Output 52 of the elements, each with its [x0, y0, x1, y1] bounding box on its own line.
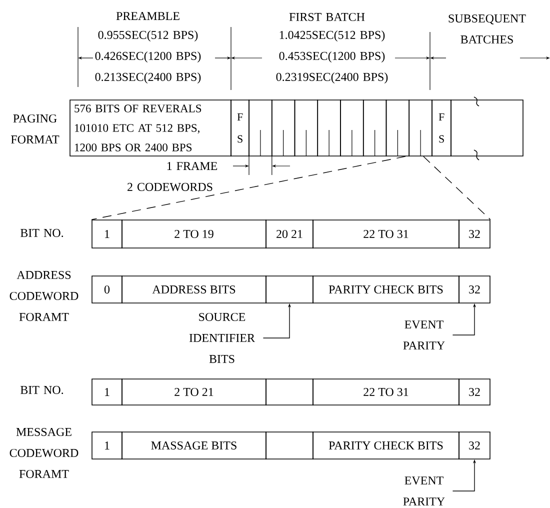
annotation-text: EVENT PARITY	[403, 476, 445, 506]
expansion-line	[423, 156, 491, 220]
annotation-text: EVENT PARITY	[403, 320, 445, 350]
bit-cell: ADDRESS BITS	[122, 276, 266, 304]
bit-cell: 32	[458, 378, 490, 406]
label: 1.0425SEC(512 BPS)	[280, 30, 385, 42]
bit-cell: 0	[92, 276, 122, 304]
label: 2 CODEWORDS	[128, 182, 212, 192]
bit-cell	[266, 378, 314, 406]
bit-cell: 20 21	[266, 220, 314, 248]
frame-box	[294, 100, 318, 156]
label: 0.426SEC(1200 BPS)	[95, 52, 201, 62]
annotation-text: SOURCE IDENTIFIER BITS	[189, 312, 255, 364]
label: 0.453SEC(1200 BPS)	[279, 52, 385, 62]
expansion-line	[91, 156, 406, 220]
frame-box	[248, 100, 272, 156]
frame-box	[271, 100, 296, 156]
label: 0.2319SEC(2400 BPS)	[276, 72, 388, 84]
label: PREAMBLE	[116, 12, 180, 20]
bit-cell: 1	[92, 220, 122, 248]
preamble-cell: 576 BITS OF REVERALS 101010 ETC AT 512 BPS, 1200 BPS OR 2400 BPS	[70, 100, 232, 156]
label: 0.213SEC(2400 BPS)	[95, 72, 201, 84]
frame-box	[340, 100, 364, 156]
sync-cell: F S	[230, 100, 250, 156]
frame-box	[317, 100, 341, 156]
label: MESSAGE CODEWORD FORAMT	[10, 428, 78, 478]
bit-cell: 22 TO 31	[312, 378, 460, 406]
frame-box	[408, 100, 432, 156]
label: SUBSEQUENT BATCHES	[448, 14, 526, 44]
bit-cell: MASSAGE BITS	[122, 432, 266, 460]
batch-box	[450, 96, 524, 160]
bit-cell: 1	[92, 432, 122, 460]
bit-cell: 32	[458, 276, 490, 304]
frame-box	[362, 100, 387, 156]
bit-cell: 2 TO 21	[122, 378, 266, 406]
frame-box	[386, 100, 410, 156]
label: BIT NO.	[20, 228, 64, 238]
sync-cell: F S	[432, 100, 452, 156]
bit-cell: 22 TO 31	[312, 220, 460, 248]
bit-cell	[266, 432, 314, 460]
bit-cell: 32	[458, 432, 490, 460]
bit-cell: 32	[458, 220, 490, 248]
bit-cell	[266, 276, 314, 304]
bit-cell: 1	[92, 378, 122, 406]
bit-cell: PARITY CHECK BITS	[312, 276, 460, 304]
label: 0.955SEC(512 BPS)	[98, 30, 198, 42]
bit-cell: 2 TO 19	[122, 220, 266, 248]
bit-cell: PARITY CHECK BITS	[312, 432, 460, 460]
label: BIT NO.	[20, 386, 64, 394]
label: ADDRESS CODEWORD FORAMT	[10, 270, 78, 322]
label: 1 FRAME	[167, 162, 218, 170]
label: FIRST BATCH	[289, 12, 365, 22]
